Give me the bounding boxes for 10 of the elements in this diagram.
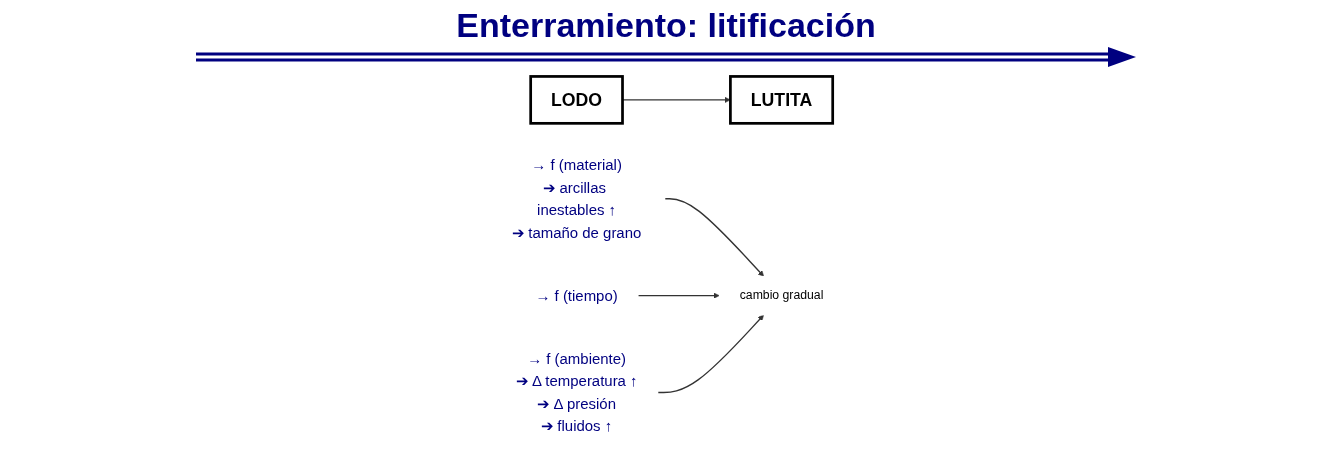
node-box: LUTITA xyxy=(729,75,835,125)
arrow xyxy=(637,292,720,299)
title: Enterramiento: litificación xyxy=(456,6,876,45)
arrow xyxy=(664,198,764,277)
node-text: cambio gradual xyxy=(739,288,824,303)
node-text: → f (ambiente) ➔ Δ temperatura ↑ ➔ Δ presión ➔ fluidos ↑ xyxy=(515,350,638,435)
arrow xyxy=(657,314,764,394)
node-text: → f (tiempo) xyxy=(535,287,618,305)
node-box: LODO xyxy=(529,75,624,125)
node-text: → f (material) ➔ arcillas inestables ↑ ➔ tamaño de grano xyxy=(511,156,642,241)
